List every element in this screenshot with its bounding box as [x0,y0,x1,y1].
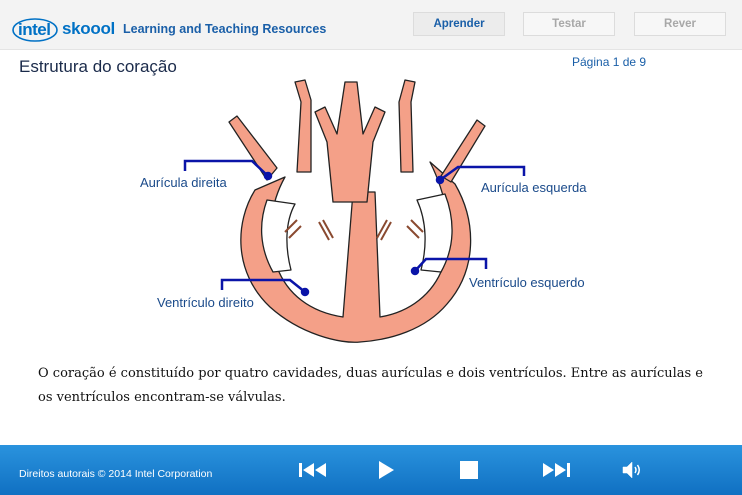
valve-left [284,219,302,239]
intel-logo: intel [12,17,60,42]
stop-icon[interactable] [457,458,481,482]
vena-cava-right [440,119,486,183]
intel-skoool-logo: intel skoool Learning and Teaching Resou… [12,14,326,44]
audio-icon[interactable] [620,458,644,482]
pulmonary-vessel-right [398,79,416,173]
skoool-logo-text: skoool [62,19,115,38]
label-right-ventricle: Ventrículo direito [157,295,254,310]
label-right-atrium: Aurícula direita [140,175,227,190]
copyright-text: Direitos autorais © 2014 Intel Corporati… [19,468,213,480]
aorta [314,81,386,203]
label-left-atrium: Aurícula esquerda [481,180,587,195]
label-left-ventricle: Ventrículo esquerdo [469,275,585,290]
last-icon[interactable] [540,458,572,482]
vena-cava-left [228,115,278,181]
valve-central-left [318,219,334,241]
learn-button[interactable]: Aprender [413,12,505,36]
valve-right [406,219,424,239]
footer-bar: Direitos autorais © 2014 Intel Corporati… [0,445,742,495]
review-button[interactable]: Rever [634,12,726,36]
first-icon[interactable] [297,458,329,482]
left-atrium-cavity [416,193,453,273]
valve-central-right [376,219,392,241]
description-text: O coração é constituído por quatro cavid… [38,366,703,405]
test-button[interactable]: Testar [523,12,615,36]
page-title: Estrutura do coração [19,57,177,76]
play-icon[interactable] [374,458,398,482]
heart-body [240,161,472,343]
right-atrium-cavity [260,199,296,273]
pulmonary-vessel-left [294,79,312,173]
header-bar: intel skoool Learning and Teaching Resou… [0,0,742,50]
logo-tagline: Learning and Teaching Resources [123,22,327,36]
heart-diagram [228,79,486,343]
page-indicator: Página 1 de 9 [572,55,647,69]
